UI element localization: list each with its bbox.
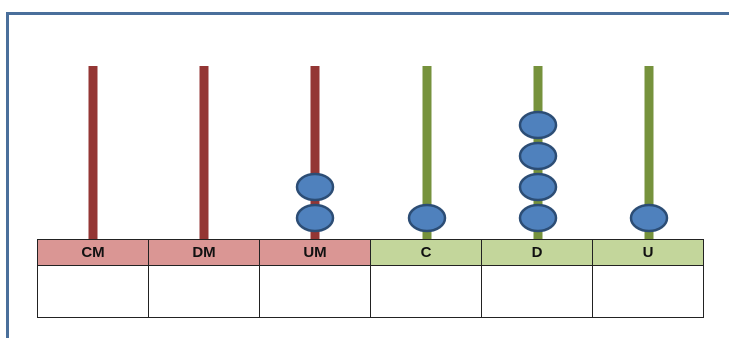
- frame-left-border: [6, 12, 9, 338]
- rod-c: [422, 66, 432, 239]
- answer-cell-d[interactable]: [481, 265, 593, 318]
- frame-top-border: [6, 12, 729, 15]
- place-value-answer-row: [37, 265, 704, 318]
- column-label-d: D: [481, 239, 593, 266]
- answer-cell-dm[interactable]: [148, 265, 260, 318]
- column-label-dm: DM: [148, 239, 260, 266]
- rod-dm: [199, 66, 209, 239]
- rod-cm: [88, 66, 98, 239]
- column-label-cm: CM: [37, 239, 149, 266]
- bead-d: [518, 172, 558, 202]
- bead-d: [518, 110, 558, 140]
- answer-cell-um[interactable]: [259, 265, 371, 318]
- place-value-header-row: CM DM UM C D U: [37, 239, 704, 266]
- column-label-u: U: [592, 239, 704, 266]
- bead-c: [407, 203, 447, 233]
- answer-cell-cm[interactable]: [37, 265, 149, 318]
- bead-u: [629, 203, 669, 233]
- answer-cell-c[interactable]: [370, 265, 482, 318]
- column-label-um: UM: [259, 239, 371, 266]
- bead-um: [295, 172, 335, 202]
- rod-u: [644, 66, 654, 239]
- place-value-table: CM DM UM C D U: [37, 239, 704, 318]
- bead-d: [518, 203, 558, 233]
- bead-d: [518, 141, 558, 171]
- rod-um: [310, 66, 320, 239]
- column-label-c: C: [370, 239, 482, 266]
- answer-cell-u[interactable]: [592, 265, 704, 318]
- bead-um: [295, 203, 335, 233]
